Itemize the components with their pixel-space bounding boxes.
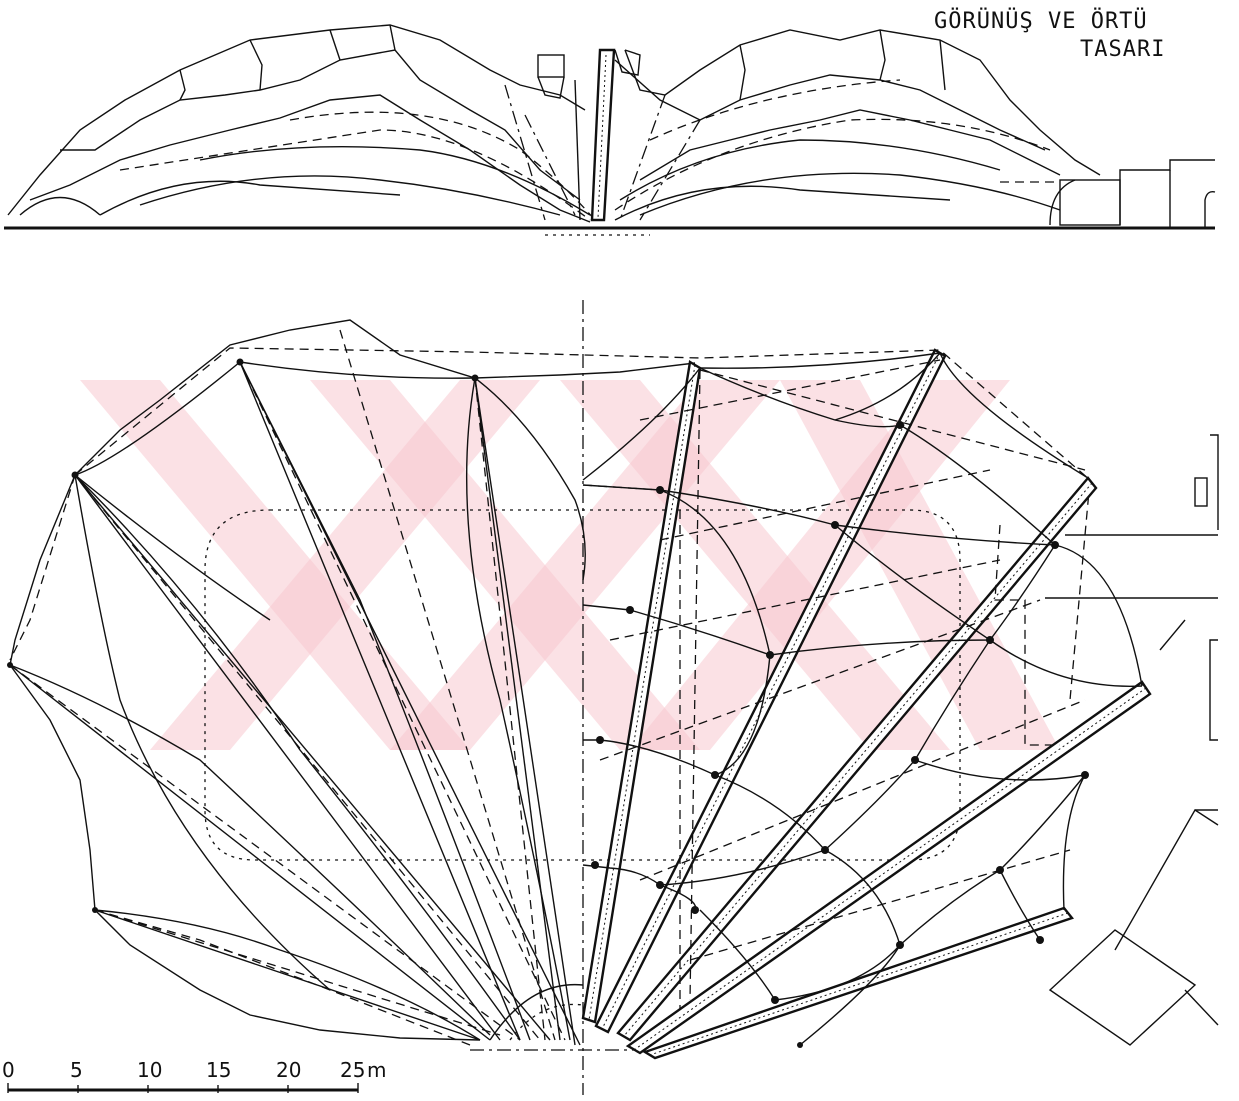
courtyard-outline bbox=[204, 509, 961, 861]
scale-tick-15: 15 bbox=[206, 1058, 231, 1082]
right-arches bbox=[581, 348, 1152, 1060]
right-dashed-grid bbox=[582, 359, 1086, 1010]
elevation-view bbox=[4, 24, 1216, 236]
nodes bbox=[7, 358, 1089, 1048]
scale-tick-0: 0 bbox=[2, 1058, 15, 1082]
plan-view bbox=[7, 300, 1219, 1095]
scale-unit: m bbox=[367, 1058, 386, 1082]
left-dashed-ribs bbox=[9, 329, 566, 1041]
scale-tick-25: 25 bbox=[340, 1058, 365, 1082]
arch-3 bbox=[616, 476, 1098, 1042]
right-grid bbox=[582, 352, 1143, 1046]
arch-1 bbox=[581, 360, 702, 1024]
arch-4 bbox=[625, 680, 1152, 1055]
scale-tick-5: 5 bbox=[70, 1058, 83, 1082]
scale-bar: 0 5 10 15 20 25 m bbox=[2, 1058, 386, 1093]
left-ribs bbox=[9, 361, 586, 1046]
arch-2 bbox=[594, 348, 947, 1034]
title-line-1: GÖRÜNÜŞ VE ÖRTÜ bbox=[934, 8, 1148, 34]
adjacent-buildings bbox=[994, 434, 1219, 1046]
title-line-2: TASARI bbox=[1080, 37, 1165, 62]
scale-tick-10: 10 bbox=[137, 1058, 162, 1082]
arch-5 bbox=[642, 906, 1075, 1060]
scale-tick-20: 20 bbox=[276, 1058, 301, 1082]
title-block: GÖRÜNÜŞ VE ÖRTÜ TASARI bbox=[934, 8, 1165, 62]
